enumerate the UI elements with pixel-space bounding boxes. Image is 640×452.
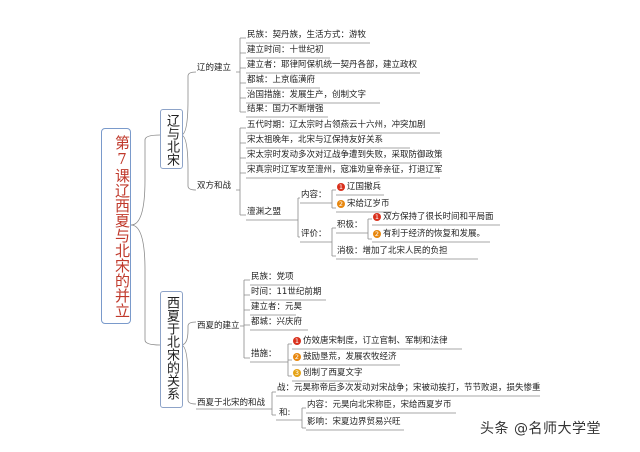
chanyuan-negative: 消极：增加了北宋人民的负担	[337, 246, 448, 256]
number-1-icon: 1	[293, 337, 301, 345]
xixia-measure-text: 鼓励垦荒，发展农牧经济	[303, 352, 397, 362]
liao-war-item: 宋真宗时辽军攻至澶州，寇准劝皇帝亲征，打退辽军	[247, 165, 443, 175]
liao-war-item: 宋太宗时发动多次对辽战争遭到失败，采取防御政策	[247, 150, 443, 160]
liao-founding-item: 治国措施：发展生产，创制文字	[247, 90, 367, 100]
xixia-relations-label: 西夏于北宋的和战	[197, 398, 266, 408]
liao-founding-item: 都城：上京临潢府	[247, 75, 316, 85]
xixia-founding-label: 西夏的建立	[197, 321, 240, 331]
liao-war-item: 宋太祖晚年，北宋与辽保持友好关系	[247, 135, 384, 145]
chanyuan-label: 澶渊之盟	[247, 207, 282, 217]
xixia-founding-item: 都城：兴庆府	[251, 317, 303, 327]
watermark: 头条 @名师大学堂	[480, 421, 601, 437]
xixia-measure-text: 创制了西夏文字	[303, 368, 363, 378]
number-2-icon: 2	[337, 200, 345, 208]
chanyuan-content-text: 宋给辽岁币	[347, 199, 390, 209]
number-2-icon: 2	[293, 353, 301, 361]
xixia-founding-item: 建立者：元昊	[251, 302, 303, 312]
chanyuan-eval-label: 评价：	[301, 229, 327, 239]
number-1-icon: 1	[337, 183, 345, 191]
liao-founding-label: 辽的建立	[197, 63, 232, 73]
root-topic: 第7课辽西夏与北宋的并立	[113, 135, 131, 318]
connector-xixia-founding	[180, 321, 197, 346]
chanyuan-positive-text: 双方保持了很长时间和平局面	[383, 212, 494, 222]
number-3-icon: 3	[293, 369, 301, 377]
root-connector-xixia	[130, 224, 161, 346]
connector-liao-founding	[180, 71, 197, 136]
xixia-founding-item: 时间：11世纪前期	[251, 287, 322, 297]
connector-liao-war	[180, 134, 197, 191]
liao-founding-item: 建立时间：十世纪初	[247, 45, 324, 55]
xixia-peace-label: 和:	[279, 408, 291, 418]
branch-liao: 辽与北宋	[164, 114, 179, 166]
root-connector-liao	[130, 134, 161, 226]
liao-founding-item: 结果：国力不断增强	[247, 104, 324, 114]
xixia-peace-item: 内容：元昊向北宋称臣，宋给西夏岁币	[307, 400, 452, 410]
xixia-founding-item: 民族：党项	[251, 272, 294, 282]
xixia-peace-item: 影响：宋夏边界贸易兴旺	[307, 417, 401, 427]
branch-xixia: 西夏于北宋的关系	[164, 296, 179, 400]
xixia-measures-label: 措施：	[251, 349, 277, 359]
connector-xixia-relations	[180, 344, 197, 405]
number-2-icon: 2	[373, 230, 381, 238]
bracket-liao-war	[236, 128, 241, 215]
chanyuan-content-text: 辽国撤兵	[347, 182, 382, 192]
liao-war-item: 五代时期：辽太宗时占领燕云十六州，冲突加剧	[247, 120, 426, 130]
chanyuan-positive-label: 积极：	[337, 220, 363, 230]
liao-founding-item: 民族：契丹族，生活方式：游牧	[247, 30, 367, 40]
bracket-liao-founding	[236, 38, 241, 112]
branch-xixia-box: 西夏于北宋的关系	[160, 291, 183, 408]
branch-liao-box: 辽与北宋	[160, 109, 183, 169]
chanyuan-content-label: 内容：	[301, 190, 327, 200]
xixia-measure-text: 仿效唐宋制度，订立官制、军制和法律	[303, 336, 448, 346]
liao-war-label: 双方和战	[197, 181, 232, 191]
number-1-icon: 1	[373, 213, 381, 221]
xixia-war-text: 战：元昊称帝后多次发动对宋战争；宋被动挨打，节节败退，损失惨重	[277, 383, 541, 393]
root-topic-box: 第7课辽西夏与北宋的并立	[101, 128, 131, 324]
liao-founding-item: 建立者：耶律阿保机统一契丹各部，建立政权	[247, 60, 418, 70]
chanyuan-positive-text: 有利于经济的恢复和发展。	[383, 229, 486, 239]
